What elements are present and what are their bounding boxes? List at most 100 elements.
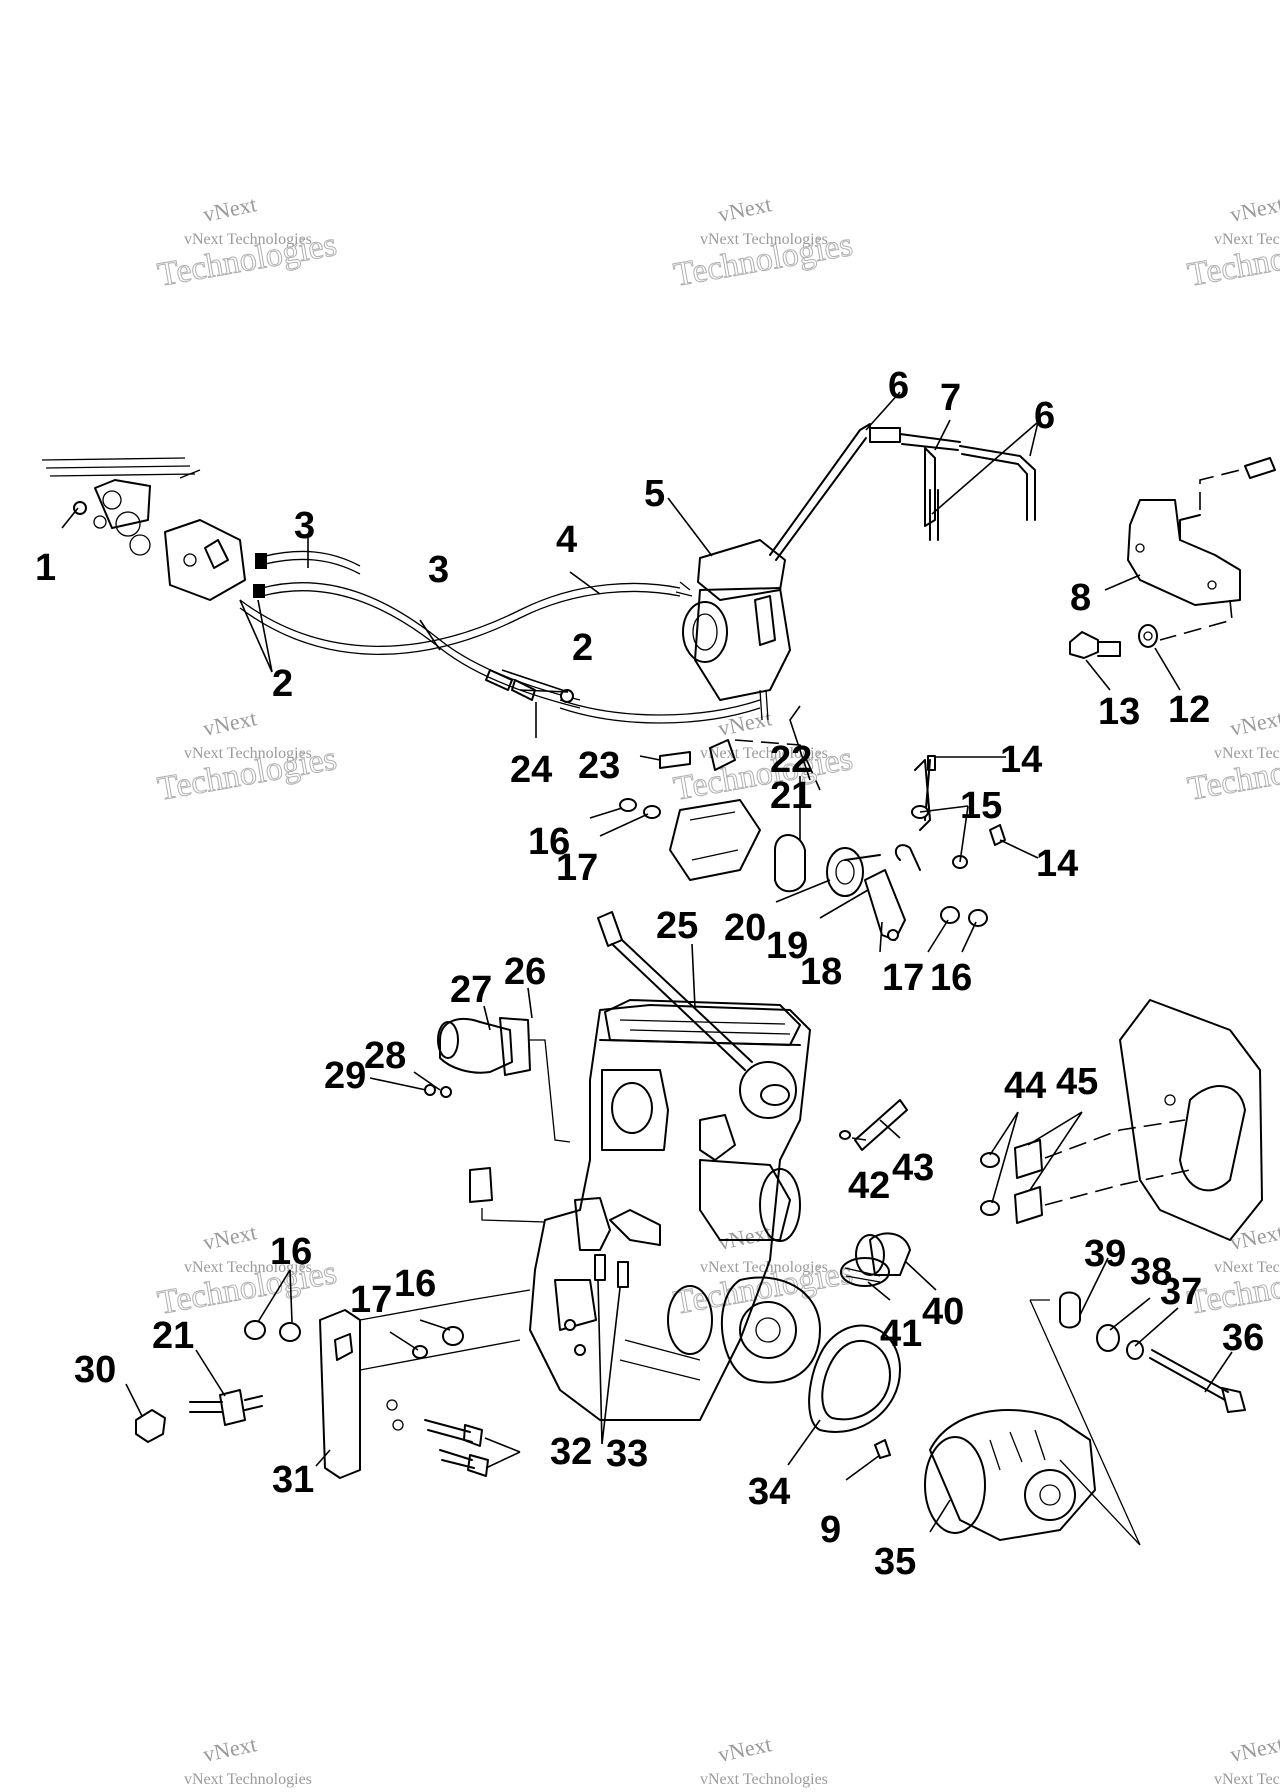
callout-3: 3 [428,549,449,591]
vent-hose-6c [959,445,1036,521]
bolt-23 [659,751,691,769]
pump-screw [183,553,197,567]
nut-16 [619,798,637,812]
gasket-hole [115,511,141,537]
float-bowl [754,595,776,646]
callout-14: 14 [1036,843,1078,885]
watermark-text-1: vNext [201,1219,259,1255]
bolt-13-head [1069,631,1099,659]
clamp-band [844,1267,881,1283]
washer-44 [980,1200,1000,1216]
pump-gasket [94,479,151,529]
callout-labels: 1 2 2 3 3 4 5 6 6 7 8 9 12 13 14 14 15 1… [35,365,1264,1583]
callout-16: 16 [528,821,570,863]
watermark-text-2: vNext Technologies [184,1771,312,1788]
watermark-mid-left: vNext vNext Technologies Technologies [154,705,339,808]
callout-27: 27 [450,969,492,1011]
breather-fitting [760,1084,790,1106]
fuel-line-3b [261,582,581,701]
mount-leads [359,1289,531,1371]
exhaust-and-hoses [424,911,753,1223]
callout-40: 40 [922,1291,964,1333]
carburetor-assembly [675,539,791,721]
watermark-bottom-center: vNext vNext Technologies [700,1731,828,1788]
fuel-line-return [559,707,761,724]
watermark-text-2: vNext Technologies [1214,1771,1280,1788]
callout-38: 38 [1130,1251,1172,1293]
callout-23: 23 [578,745,620,787]
watermark-text-2: vNext Technologies [700,1259,828,1276]
washer-38 [1096,1324,1120,1352]
callout-31: 31 [272,1459,314,1501]
washer-17b [940,906,960,924]
oil-filter-flange [554,1279,597,1331]
linkage-path [734,739,821,791]
leader-lines [61,391,1233,1533]
mount-stud-33 [617,1261,629,1288]
bolt-14-head [927,755,936,771]
callout-43: 43 [892,1147,934,1189]
callout-16: 16 [930,957,972,999]
line-fitting [560,689,574,703]
mount-21-stud [244,1395,263,1411]
watermark-text-1: vNext [201,705,259,741]
mount-45b [1014,1186,1043,1224]
callout-3: 3 [294,505,315,547]
gasket-hole [93,515,107,529]
mounting-surface [41,457,201,479]
watermark-text-2: vNext Technologies [184,745,312,762]
spark-plug-boss [699,1114,736,1161]
callout-2: 2 [272,663,293,705]
callout-17: 17 [882,957,924,999]
clutch-assembly [808,1232,1246,1546]
coupler-40-face [855,1234,885,1276]
side-cover [667,1285,713,1355]
carburetor-top-cover [697,539,786,601]
assembly-path [1159,599,1233,641]
intake-manifold [669,799,761,881]
case-bolt [564,1319,576,1331]
spacer-39 [1059,1291,1081,1329]
callout-5: 5 [644,473,665,515]
lever-pivot [887,929,899,941]
gasket-34-outer [808,1324,901,1433]
nut-16b [968,909,988,927]
bolt-14b-head [989,824,1006,846]
spacer-20-hole [835,859,855,885]
engine-case [529,1004,811,1421]
mount-path [1044,1119,1186,1159]
callout-6: 6 [888,365,909,407]
crank-shaft-boss [739,1301,797,1359]
callout-13: 13 [1098,691,1140,733]
hose-25-end [597,911,623,947]
watermark-text-1: vNext [716,1219,774,1255]
crank-shaft [755,1317,781,1343]
callout-18: 18 [800,951,842,993]
callout-9: 9 [820,1509,841,1551]
callout-33: 33 [606,1433,648,1475]
exhaust-port [611,1082,653,1134]
exhaust-elbow-27 [439,1018,513,1074]
callout-8: 8 [1070,577,1091,619]
mount-21-stud [189,1401,223,1413]
callout-1: 1 [35,547,56,589]
fuel-line-3a [264,558,361,575]
bracket-hole [1207,580,1217,590]
mount-plate [1119,999,1263,1241]
mount-plate-slot [1179,1085,1246,1192]
nut-16e [442,1326,464,1346]
callout-12: 12 [1168,689,1210,731]
callout-25: 25 [656,905,698,947]
mount-45a [1014,1139,1043,1179]
clutch-sight-line [1029,1299,1141,1546]
bolt-36-shank [1149,1357,1226,1401]
starter-end [759,1168,801,1242]
carb-linkage [675,581,693,597]
nut-30 [135,1409,166,1443]
carburetor-bore [692,613,718,651]
callout-39: 39 [1084,1233,1126,1275]
watermark-text-1: vNext [1228,1731,1280,1767]
hose-25 [611,939,753,1071]
clip-15 [894,844,921,871]
